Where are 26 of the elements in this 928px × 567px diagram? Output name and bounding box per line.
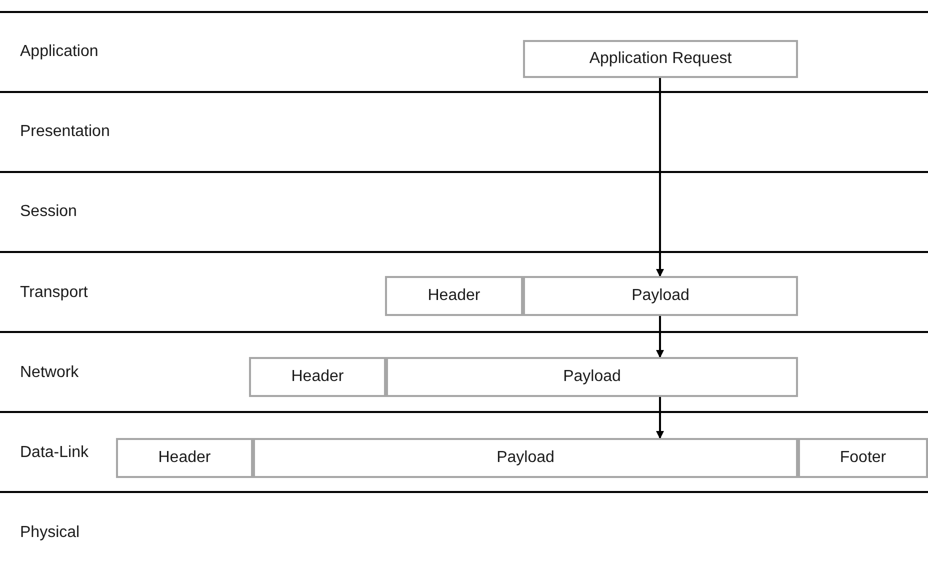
packet-field-box	[523, 40, 798, 78]
packet-field-box	[523, 276, 798, 316]
field-label: Header	[291, 367, 344, 387]
packet-field-box	[385, 276, 523, 316]
layer-label: Physical	[20, 523, 80, 543]
packet-field-box	[253, 438, 798, 478]
packet-field-box	[249, 357, 386, 397]
packet-field-box	[116, 438, 253, 478]
arrow	[656, 78, 664, 277]
layer-label: Presentation	[20, 122, 110, 142]
layer-label: Transport	[20, 283, 88, 303]
layer-label: Session	[20, 202, 77, 222]
layer-label: Network	[20, 363, 79, 383]
field-label: Payload	[632, 286, 690, 306]
field-label: Header	[158, 448, 211, 468]
layer-label: Data-Link	[20, 443, 88, 463]
field-label: Header	[428, 286, 480, 306]
field-label: Payload	[496, 448, 554, 468]
arrow	[656, 397, 664, 439]
packet-field-box	[386, 357, 798, 397]
field-label: Application Request	[589, 49, 732, 69]
arrow	[656, 316, 664, 358]
packet-field-box	[798, 438, 928, 478]
field-label: Payload	[563, 367, 621, 387]
layer-label: Application	[20, 42, 98, 62]
field-label: Footer	[840, 448, 886, 468]
